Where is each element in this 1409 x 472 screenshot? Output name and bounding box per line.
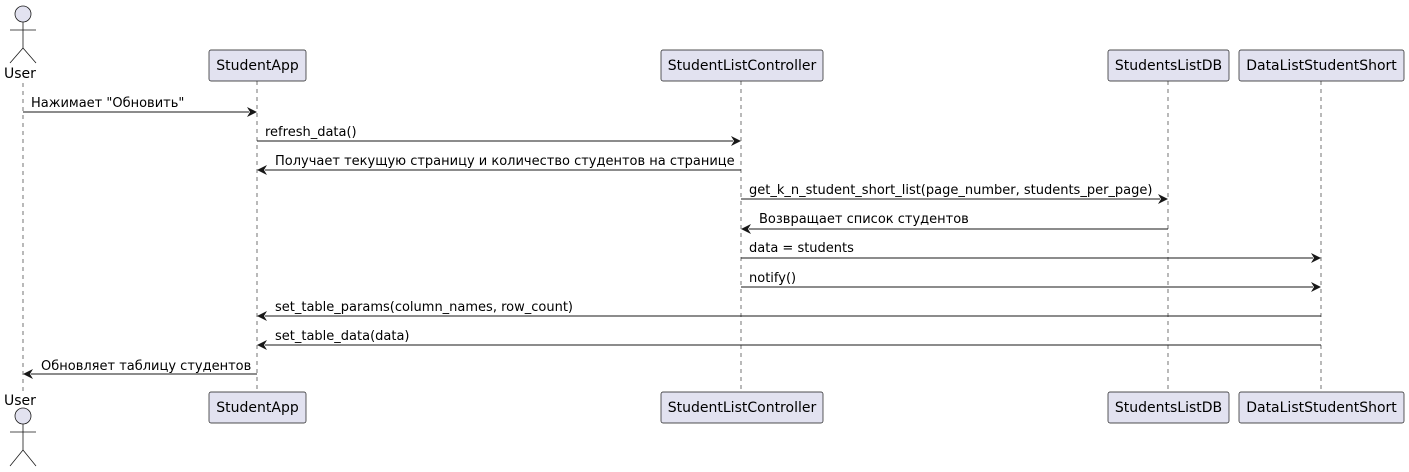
message-label: Нажимает "Обновить" xyxy=(31,96,184,111)
message-5: Возвращает список студентов xyxy=(741,212,1168,234)
participant-studentslistdb-bottom: StudentsListDB xyxy=(1107,391,1230,424)
actor-label: User xyxy=(4,393,36,409)
message-3: Получает текущую страницу и количество с… xyxy=(257,154,741,175)
arrow-left-icon xyxy=(257,311,267,321)
actor-figure-icon xyxy=(9,5,37,64)
message-label: set_table_data(data) xyxy=(275,329,410,344)
participant-label: StudentListController xyxy=(668,400,817,416)
arrow-right-icon xyxy=(731,136,741,146)
arrow-right-icon xyxy=(1311,253,1321,263)
message-label: get_k_n_student_short_list(page_number, … xyxy=(749,183,1152,198)
actor-user-bottom: User xyxy=(4,393,37,467)
participant-label: DataListStudentShort xyxy=(1246,58,1397,74)
participant-dataliststudentshort-bottom: DataListStudentShort xyxy=(1238,391,1405,424)
message-8: set_table_params(column_names, row_count… xyxy=(257,300,1321,321)
actor-user-top: User xyxy=(4,5,37,82)
participant-studentlistcontroller-bottom: StudentListController xyxy=(660,391,824,424)
arrow-left-icon xyxy=(257,340,267,350)
message-6: data = students xyxy=(741,241,1321,263)
message-9: set_table_data(data) xyxy=(257,329,1321,350)
arrow-left-icon xyxy=(741,224,751,234)
arrow-right-icon xyxy=(1311,282,1321,292)
participant-studentslistdb-top: StudentsListDB xyxy=(1107,49,1230,82)
participant-dataliststudentshort-top: DataListStudentShort xyxy=(1238,49,1405,82)
message-label: Получает текущую страницу и количество с… xyxy=(275,154,735,169)
participant-studentapp-top: StudentApp xyxy=(208,49,307,82)
message-4: get_k_n_student_short_list(page_number, … xyxy=(741,183,1168,204)
participant-label: StudentListController xyxy=(668,58,817,74)
actor-label: User xyxy=(4,66,36,82)
arrow-right-icon xyxy=(247,107,257,117)
participant-studentapp-bottom: StudentApp xyxy=(208,391,307,424)
participant-label: StudentsListDB xyxy=(1115,58,1222,74)
message-label: notify() xyxy=(749,271,796,286)
message-10: Обновляет таблицу студентов xyxy=(23,359,257,379)
message-2: refresh_data() xyxy=(257,125,741,146)
participant-studentlistcontroller-top: StudentListController xyxy=(660,49,824,82)
message-label: Возвращает список студентов xyxy=(759,212,969,227)
message-1: Нажимает "Обновить" xyxy=(23,96,257,117)
message-label: data = students xyxy=(749,241,854,256)
participant-label: StudentsListDB xyxy=(1115,400,1222,416)
message-label: refresh_data() xyxy=(265,125,357,140)
arrow-right-icon xyxy=(1158,194,1168,204)
message-label: Обновляет таблицу студентов xyxy=(41,359,251,374)
message-label: set_table_params(column_names, row_count… xyxy=(275,300,573,315)
arrow-left-icon xyxy=(257,165,267,175)
actor-figure-icon xyxy=(9,407,37,467)
participant-label: StudentApp xyxy=(216,58,299,74)
message-7: notify() xyxy=(741,271,1321,292)
participant-label: StudentApp xyxy=(216,400,299,416)
participant-label: DataListStudentShort xyxy=(1246,400,1397,416)
arrow-left-icon xyxy=(23,369,33,379)
